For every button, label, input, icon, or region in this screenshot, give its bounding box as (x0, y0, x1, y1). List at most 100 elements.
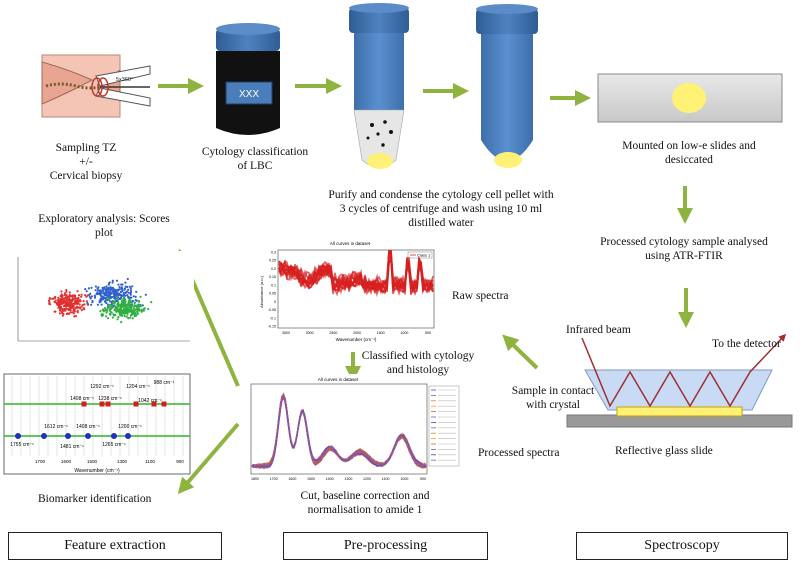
score-point (90, 295, 93, 298)
score-point (129, 292, 132, 295)
proc-legend (431, 389, 456, 461)
score-point (120, 321, 123, 324)
score-point (109, 297, 112, 300)
biomarker-grid (11, 376, 184, 456)
score-point (100, 297, 104, 300)
score-point (136, 305, 139, 308)
score-point (120, 283, 123, 286)
score-point (100, 303, 103, 306)
raw-y-tick-label: 0.25 (269, 259, 276, 263)
score-point (65, 288, 68, 292)
proc-x-tick-label: 1700 (270, 477, 278, 481)
score-point (117, 316, 120, 319)
score-point (79, 300, 82, 303)
sample-contact-label: Sample in contact with crystal (504, 384, 602, 412)
score-point (126, 277, 129, 281)
score-point (109, 300, 112, 303)
processed-spectra-label: Processed spectra (478, 447, 560, 459)
score-point (63, 309, 66, 312)
score-point (123, 295, 126, 299)
centrifuge-tube-with-cells (349, 3, 409, 169)
raw-y-tick-label: 0.3 (271, 251, 276, 255)
score-point (66, 312, 69, 315)
score-point (99, 289, 102, 292)
score-point (118, 297, 121, 300)
biomarker-peak-label: 1612 cm⁻¹ (44, 424, 68, 430)
score-point (47, 299, 51, 302)
score-point (52, 297, 55, 300)
raw-y-tick-label: 0.05 (269, 292, 276, 296)
score-point (122, 297, 125, 300)
biomarker-peak-label: 988 cm⁻¹ (154, 380, 175, 386)
score-point (135, 290, 138, 293)
scores-points (47, 277, 153, 324)
score-point (77, 296, 80, 299)
score-point (111, 289, 115, 292)
raw-spectrum-line (278, 257, 434, 297)
score-point (116, 298, 119, 301)
biomarker-label: Biomarker identification (38, 493, 152, 505)
biomarker-peak-top (133, 401, 139, 407)
spectroscopy-box: Spectroscopy (576, 532, 788, 560)
raw-y-ticks: 0.30.250.20.150.10.050-0.05-0.1-0.15 (268, 251, 276, 329)
proc-x-tick-label: 1800 (251, 477, 259, 481)
mounted-label: Mounted on low-e slides and desiccated (614, 139, 764, 167)
score-point (150, 301, 153, 304)
biomarker-x-tick-label: 1100 (145, 459, 155, 464)
raw-y-tick-label: 0.2 (271, 267, 276, 271)
score-point (136, 312, 139, 315)
score-point (58, 312, 62, 315)
score-point (102, 292, 105, 295)
score-point (111, 316, 114, 319)
biomarker-peak-label: 1408 cm⁻¹ (70, 396, 94, 402)
lbc-vial: XXX (216, 23, 280, 135)
score-point (85, 300, 88, 303)
raw-chart-legend: Class 1 (417, 253, 431, 258)
biomarker-peak-label: 1204 cm⁻¹ (126, 384, 150, 390)
score-point (64, 301, 67, 305)
score-point (86, 302, 89, 305)
score-point (104, 300, 107, 303)
score-point (85, 290, 88, 293)
score-point (70, 302, 73, 306)
low-e-slide (597, 73, 783, 123)
biomarker-peak-label: 1481 cm⁻¹ (60, 444, 84, 450)
proc-x-tick-label: 1100 (382, 477, 390, 481)
score-point (79, 307, 82, 310)
classified-label: Classified with cytology and histology (359, 349, 477, 377)
score-point (80, 305, 83, 308)
score-point (80, 293, 83, 296)
score-point (118, 286, 121, 289)
sampling-label: Sampling TZ +/- Cervical biopsy (38, 141, 134, 183)
score-point (112, 300, 115, 303)
score-point (111, 281, 114, 284)
raw-y-tick-label: 0.1 (271, 283, 276, 287)
score-point (93, 296, 97, 299)
biomarker-x-tick-label: 1600 (61, 459, 72, 464)
of-lbc-text: of LBC (237, 160, 273, 172)
sample-contact-line2: with crystal (526, 399, 580, 411)
score-point (72, 305, 75, 308)
score-point (114, 291, 117, 294)
rotation-label: 5x360° (116, 77, 133, 83)
score-point (65, 290, 68, 293)
purify-line2: 3 cycles of centrifuge and wash using 10… (339, 203, 543, 215)
score-point (63, 297, 66, 300)
proc-x-tick-label: 1600 (288, 477, 296, 481)
score-point (54, 299, 57, 302)
purify-line1: Purify and condense the cytology cell pe… (328, 189, 554, 201)
arrow-atr-to-raw (502, 334, 539, 370)
score-point (67, 298, 70, 301)
proc-chart-title: All curves in dataset (318, 377, 359, 382)
score-point (128, 305, 131, 309)
biomarker-peak-label: 1238 cm⁻¹ (98, 396, 122, 402)
score-point (115, 310, 118, 313)
score-point (147, 307, 150, 311)
score-point (106, 294, 109, 297)
score-point (69, 311, 72, 314)
purify-label: Purify and condense the cytology cell pe… (316, 188, 566, 230)
score-point (57, 296, 60, 299)
score-point (87, 287, 90, 290)
score-point (73, 308, 76, 311)
score-point (140, 310, 143, 313)
